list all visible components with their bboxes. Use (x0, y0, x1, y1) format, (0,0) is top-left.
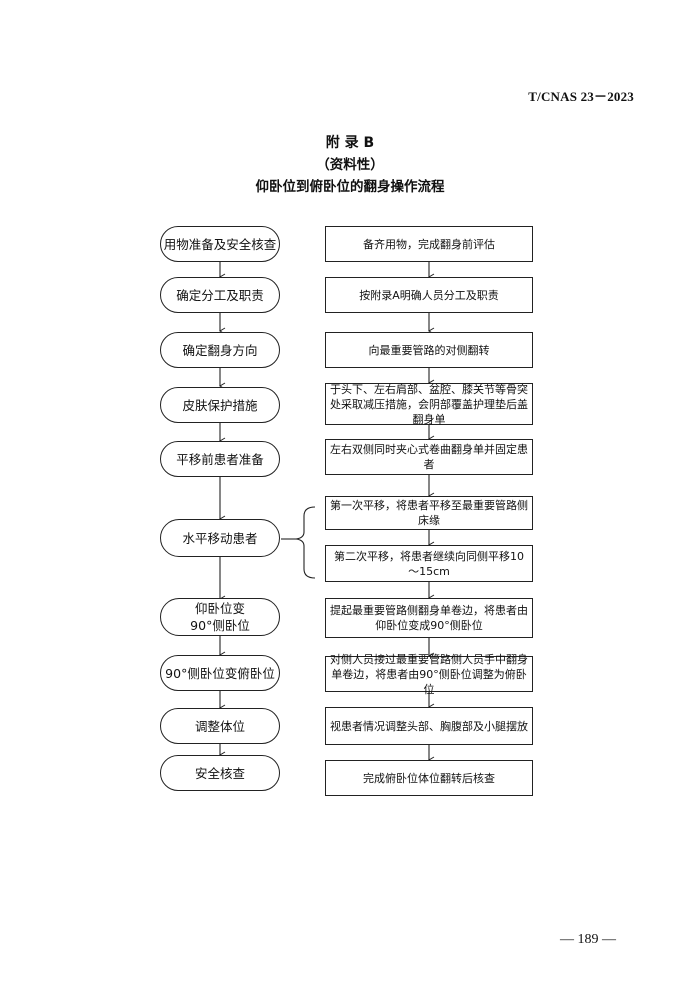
title-block: 附 录 B （资料性） 仰卧位到俯卧位的翻身操作流程 (0, 132, 700, 198)
action-prepare-assess: 备齐用物，完成翻身前评估 (325, 226, 533, 262)
step-lateral-to-prone: 90°侧卧位变俯卧位 (160, 655, 280, 691)
group-brace (295, 506, 316, 579)
step-turn-direction: 确定翻身方向 (160, 332, 280, 368)
page-number: — 189 — (560, 932, 616, 947)
step-pre-shift-prep: 平移前患者准备 (160, 441, 280, 477)
step-assign-roles: 确定分工及职责 (160, 277, 280, 313)
action-lift-roll-to-lateral: 提起最重要管路侧翻身单卷边，将患者由仰卧位变成90°侧卧位 (325, 598, 533, 638)
action-second-shift: 第二次平移，将患者继续向同侧平移10～15cm (325, 545, 533, 582)
action-assign-per-appendix-a: 按附录A明确人员分工及职责 (325, 277, 533, 313)
step-horizontal-move: 水平移动患者 (160, 519, 280, 557)
standard-code: T/CNAS 23－2023 (528, 89, 634, 104)
action-adjust-head-chest-legs: 视患者情况调整头部、胸腹部及小腿摆放 (325, 707, 533, 745)
action-turn-opposite-side: 向最重要管路的对侧翻转 (325, 332, 533, 368)
appendix-nature: （资料性） (316, 157, 384, 173)
action-sandwich-roll-sheet: 左右双侧同时夹心式卷曲翻身单并固定患者 (325, 439, 533, 475)
step-skin-protection: 皮肤保护措施 (160, 387, 280, 423)
action-pressure-relief: 于头下、左右肩部、盆腔、膝关节等骨突处采取减压措施，会阴部覆盖护理垫后盖翻身单 (325, 383, 533, 426)
step-adjust-position: 调整体位 (160, 708, 280, 744)
step-supplies-safety-check: 用物准备及安全核查 (160, 226, 280, 262)
action-first-shift: 第一次平移，将患者平移至最重要管路侧床缘 (325, 496, 533, 530)
appendix-label: 附 录 B (325, 135, 375, 151)
step-supine-to-lateral: 仰卧位变 90°侧卧位 (160, 598, 280, 636)
action-rotate-to-prone: 对侧人员接过最重要管路侧人员手中翻身单卷边，将患者由90°侧卧位调整为俯卧位 (325, 653, 533, 696)
flowchart-title: 仰卧位到俯卧位的翻身操作流程 (255, 179, 445, 195)
action-post-turn-check: 完成俯卧位体位翻转后核查 (325, 760, 533, 796)
step-final-safety-check: 安全核查 (160, 755, 280, 791)
